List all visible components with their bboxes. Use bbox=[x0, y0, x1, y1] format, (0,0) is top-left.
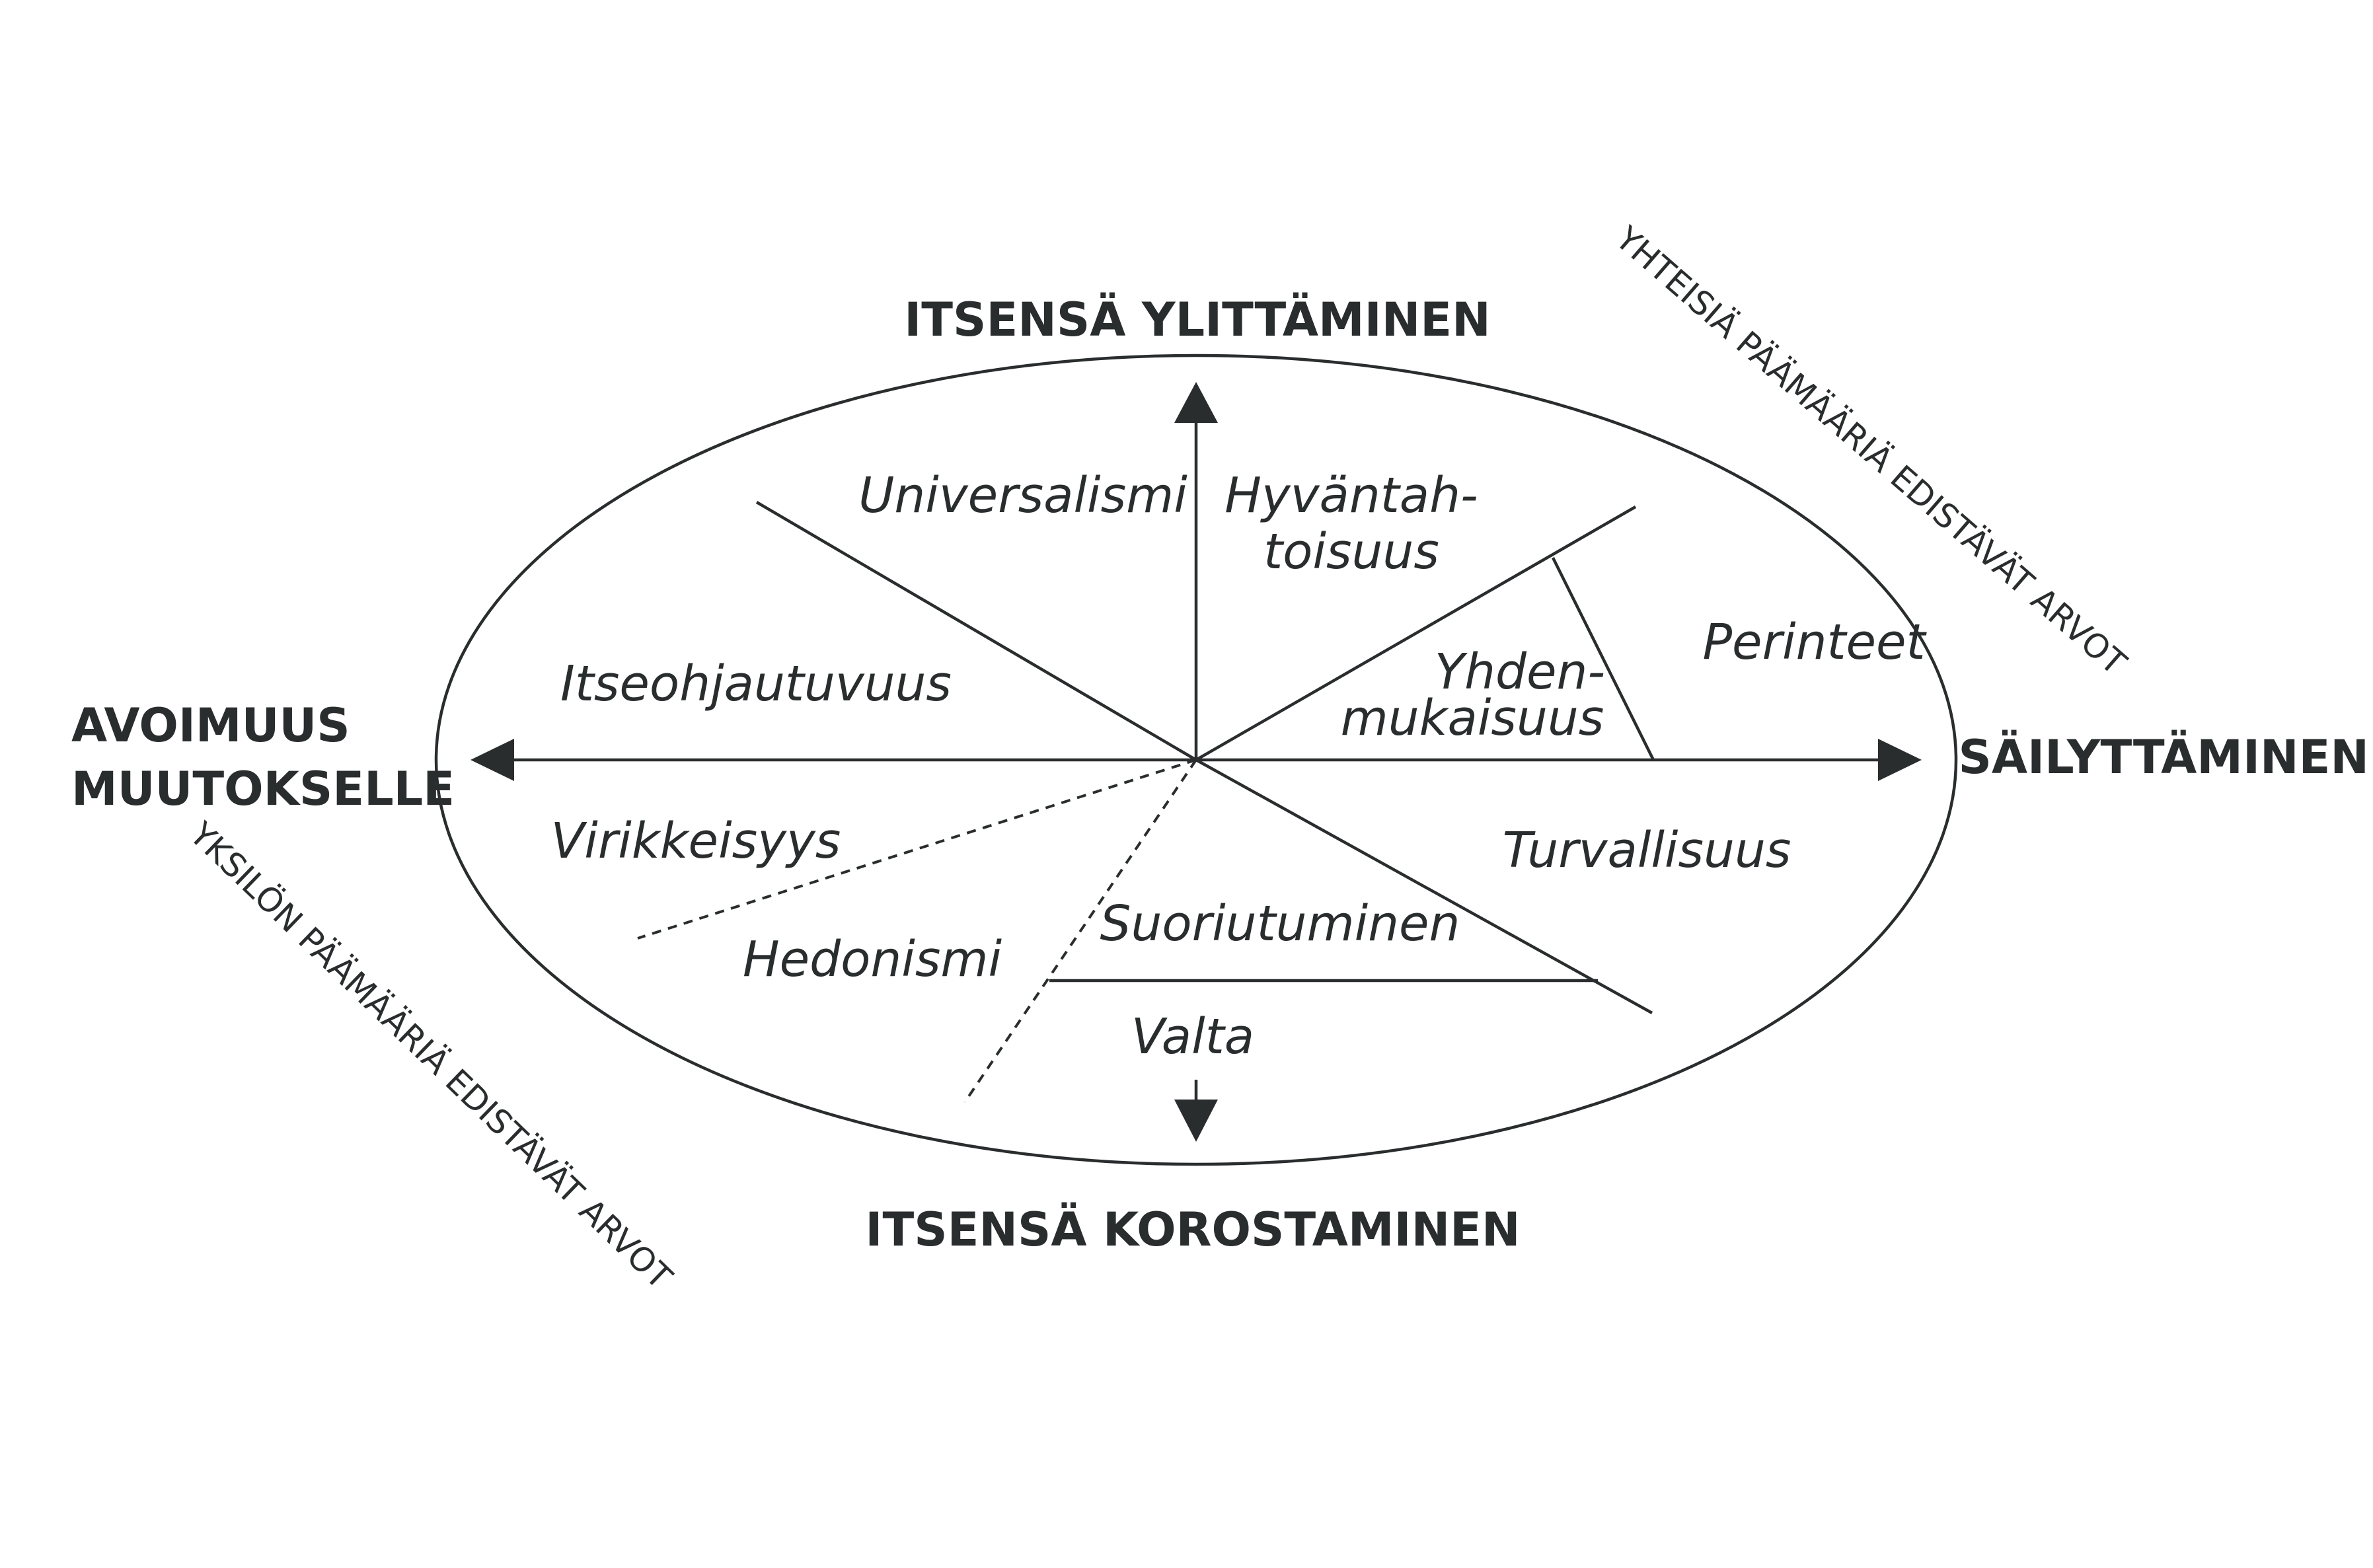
arrow-up-icon bbox=[1174, 382, 1218, 423]
pole-openness-line2: MUUTOKSELLE bbox=[71, 762, 455, 816]
divider-universalism-selfdirection bbox=[755, 501, 1197, 761]
pole-openness-line1: AVOIMUUS bbox=[71, 698, 350, 753]
pole-conservation: SÄILYTTÄMINEN bbox=[1958, 730, 2369, 784]
value-conformity-line1: Yhden- bbox=[1435, 644, 1605, 700]
dashed-divider-hedonism-achievement bbox=[963, 759, 1197, 1103]
value-universalism: Universalismi bbox=[858, 467, 1187, 524]
value-benevolence-line2: toisuus bbox=[1263, 523, 1439, 580]
arrow-left-icon bbox=[471, 739, 514, 781]
divider-security-achievement bbox=[1195, 759, 1653, 1014]
pole-self-transcendence: ITSENSÄ YLITTÄMINEN bbox=[904, 293, 1490, 347]
arrow-right-icon bbox=[1878, 739, 1922, 781]
value-stimulation: Virikkeisyys bbox=[551, 813, 841, 870]
arrow-down-icon bbox=[1174, 1100, 1218, 1142]
value-conformity-line2: mukaisuus bbox=[1341, 690, 1604, 747]
value-hedonism: Hedonismi bbox=[743, 931, 1002, 988]
values-ellipse bbox=[434, 354, 1958, 1166]
value-tradition: Perinteet bbox=[1702, 614, 1927, 671]
divider-conformity-tradition bbox=[1551, 556, 1655, 761]
pole-self-enhancement: ITSENSÄ KOROSTAMINEN bbox=[865, 1203, 1520, 1257]
label-individual-values: YKSILÖN PÄÄMÄÄRIÄ EDISTÄVÄT ARVOT bbox=[182, 815, 679, 1297]
value-security: Turvallisuus bbox=[1503, 822, 1791, 879]
value-benevolence-line1: Hyväntah- bbox=[1224, 467, 1478, 524]
value-achievement: Suoriutuminen bbox=[1100, 895, 1460, 952]
divider-benevolence-tradition bbox=[1195, 505, 1637, 761]
value-self-direction: Itseohjautuvuus bbox=[560, 655, 952, 712]
value-power: Valta bbox=[1131, 1008, 1254, 1065]
